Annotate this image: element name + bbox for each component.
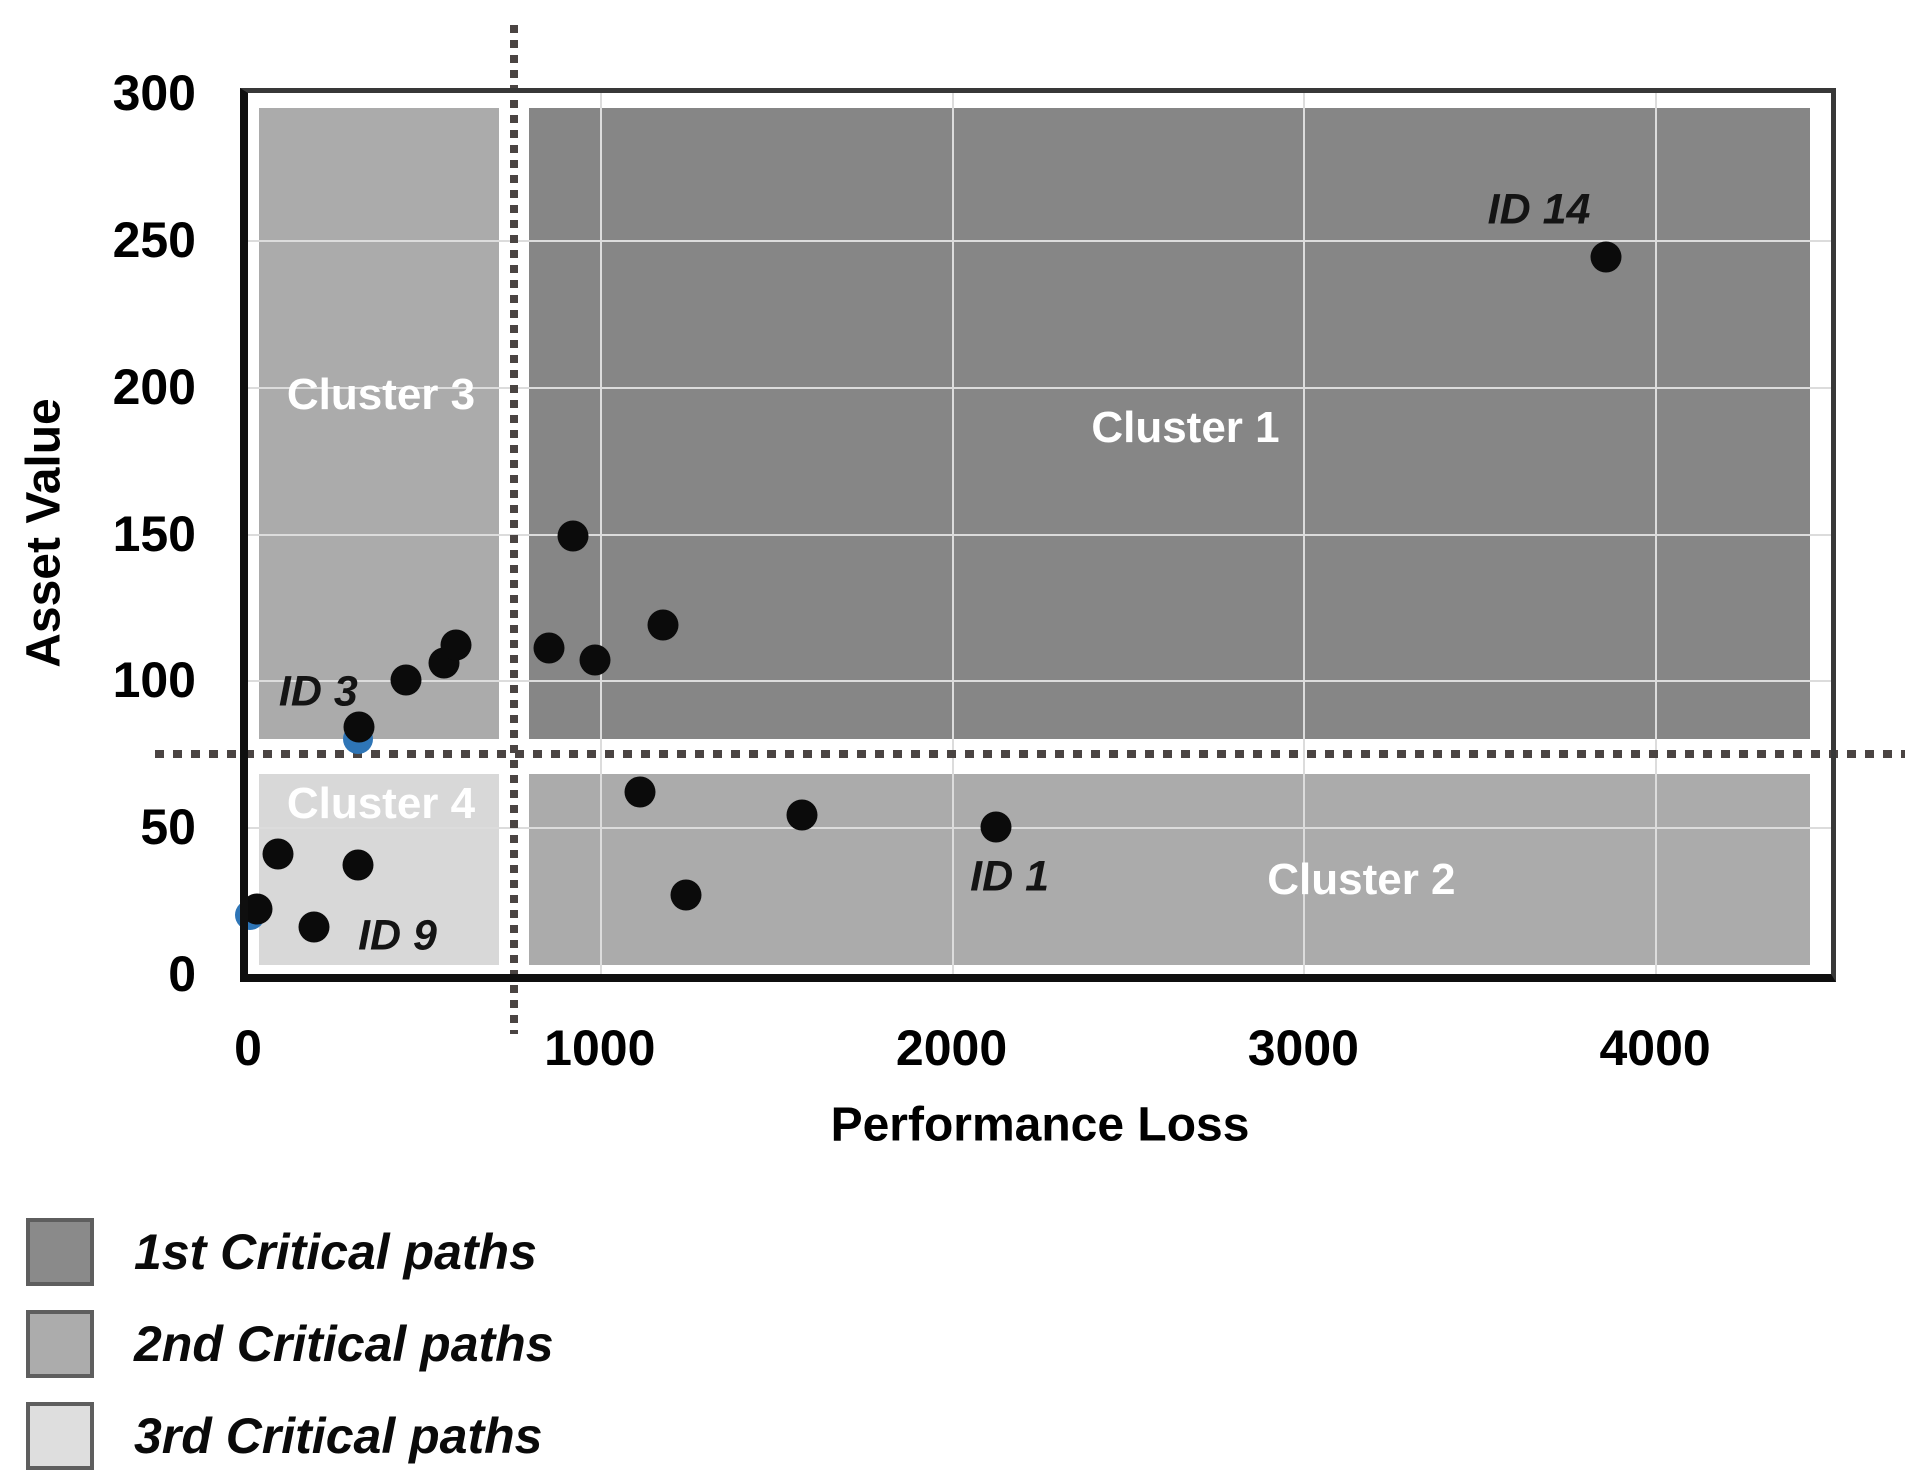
legend-label: 2nd Critical paths — [134, 1316, 554, 1372]
legend-swatch — [26, 1310, 94, 1378]
x-axis-ticks: 0 1000 2000 3000 4000 — [234, 1016, 1831, 1080]
gridline-y-100 — [248, 680, 1831, 683]
data-point — [557, 520, 589, 552]
data-point-id-14 — [1590, 241, 1622, 273]
gridline-y-250 — [248, 239, 1831, 242]
quadrant-cluster-2 — [528, 774, 1810, 966]
gridline-y-200 — [248, 386, 1831, 389]
y-tick-label-100: 100 — [112, 652, 196, 709]
quadrant-label-cluster-4: Cluster 4 — [286, 778, 476, 828]
point-label-id-9: ID 9 — [358, 911, 437, 960]
y-tick-label-200: 200 — [112, 358, 196, 415]
data-point — [647, 609, 679, 641]
threshold-horizontal-line — [155, 749, 1905, 758]
x-axis-title: Performance Loss — [830, 1098, 1250, 1152]
data-point — [786, 799, 818, 831]
gridline-y-150 — [248, 533, 1831, 536]
quadrant-label-cluster-1: Cluster 1 — [1091, 402, 1280, 452]
quadrant-label-cluster-2: Cluster 2 — [1267, 855, 1456, 905]
point-label-id-3: ID 3 — [278, 667, 358, 716]
data-point-id-3 — [343, 711, 375, 743]
data-point-id-9 — [298, 911, 330, 943]
legend-item: 2nd Critical paths — [26, 1310, 554, 1378]
legend-swatch — [26, 1402, 94, 1470]
legend-label: 3rd Critical paths — [134, 1408, 543, 1464]
y-tick-label-0: 0 — [168, 946, 196, 1002]
data-point — [342, 849, 374, 881]
threshold-vertical-line — [509, 25, 518, 1034]
x-tick-label-3000: 3000 — [1247, 1020, 1359, 1076]
y-tick-label-300: 300 — [112, 65, 196, 121]
gridline-y-50 — [248, 827, 1831, 830]
data-point — [440, 629, 472, 661]
quadrant-label-cluster-3: Cluster 3 — [286, 370, 476, 420]
x-tick-label-1000: 1000 — [544, 1020, 656, 1076]
data-point — [262, 838, 294, 870]
legend-item: 3rd Critical paths — [26, 1402, 554, 1470]
legend: 1st Critical paths 2nd Critical paths 3rd … — [26, 1218, 554, 1477]
data-point — [670, 879, 702, 911]
plot-area: Cluster 1 Cluster 2 Cluster 3 Cluster 4 ID 1… — [155, 25, 1905, 1034]
data-point-id-1 — [980, 811, 1012, 843]
data-point — [390, 664, 422, 696]
x-tick-label-2000: 2000 — [895, 1020, 1008, 1076]
y-tick-label-50: 50 — [140, 799, 196, 856]
data-point — [241, 893, 273, 925]
x-tick-label-4000: 4000 — [1599, 1020, 1711, 1076]
point-label-id-1: ID 1 — [970, 852, 1050, 901]
quadrant-cluster-1 — [528, 107, 1810, 740]
legend-swatch — [26, 1218, 94, 1286]
point-label-id-14: ID 14 — [1487, 185, 1591, 234]
quadrant-cluster-4 — [258, 774, 499, 966]
legend-item: 1st Critical paths — [26, 1218, 554, 1286]
legend-label: 1st Critical paths — [134, 1224, 537, 1280]
x-tick-label-0: 0 — [234, 1020, 262, 1076]
data-point — [579, 644, 610, 676]
y-axis-ticks: 0 50 100 150 200 250 300 — [0, 68, 196, 999]
data-point — [533, 632, 565, 664]
y-tick-label-150: 150 — [112, 505, 196, 562]
y-tick-label-250: 250 — [112, 211, 196, 268]
data-point — [624, 776, 656, 808]
